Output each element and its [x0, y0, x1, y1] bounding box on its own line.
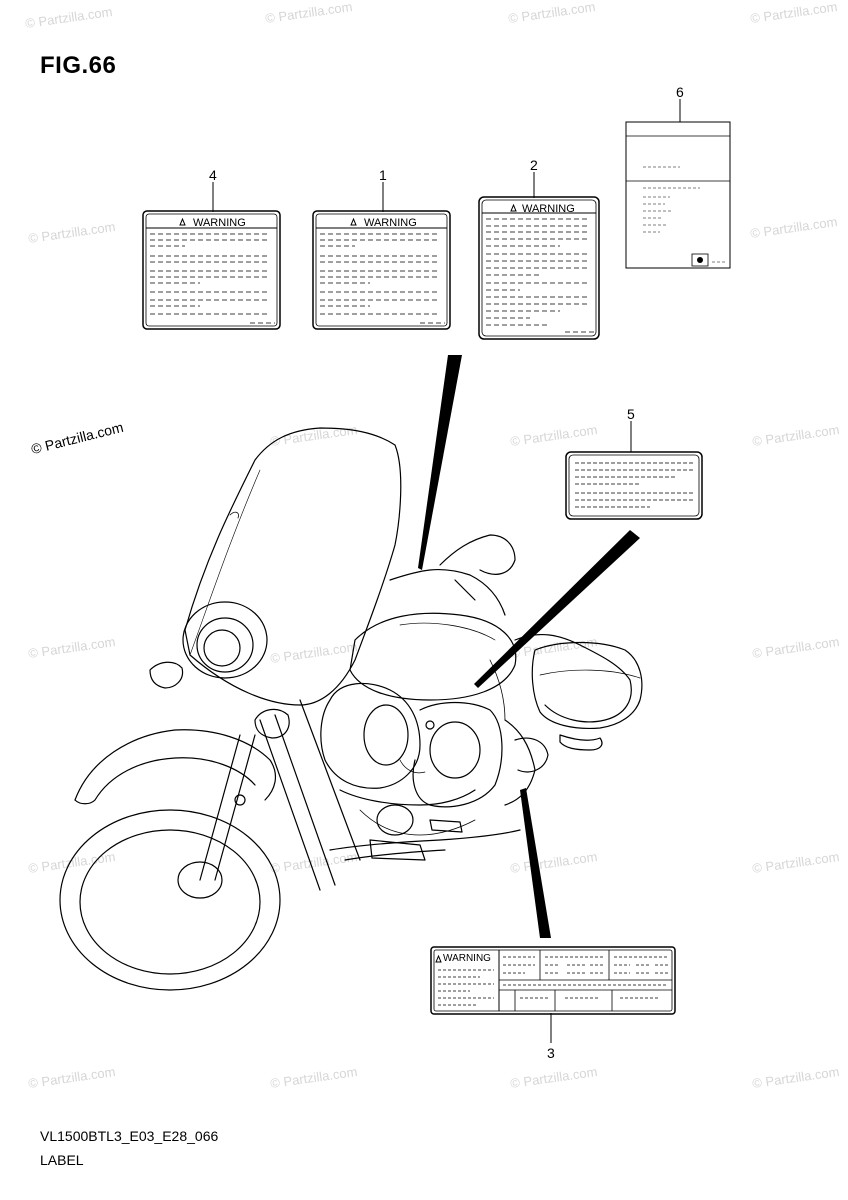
label-2-warning-text: WARNING	[522, 203, 575, 215]
callout-6: 6	[676, 84, 684, 100]
label-5	[565, 451, 703, 520]
label-1: WARNING	[312, 210, 451, 330]
callout-5: 5	[627, 406, 635, 422]
motorcycle-illustration	[59, 427, 643, 991]
callout-3: 3	[547, 1045, 555, 1061]
figure-title: FIG.66	[40, 52, 117, 79]
leader-lines	[212, 99, 681, 1043]
pointer-wedges	[418, 355, 640, 938]
callout-2: 2	[530, 157, 538, 173]
label-2: WARNING	[478, 196, 600, 340]
label-4-warning-text: WARNING	[193, 217, 246, 229]
callout-1: 1	[379, 167, 387, 183]
callout-4: 4	[209, 167, 217, 183]
label-3: WARNING	[430, 946, 676, 1015]
figure-code: VL1500BTL3_E03_E28_066	[40, 1128, 219, 1144]
label-4: WARNING	[142, 210, 281, 330]
figure-name: LABEL	[40, 1152, 84, 1168]
label-1-warning-text: WARNING	[364, 217, 417, 229]
label-3-warning-text: WARNING	[443, 953, 491, 964]
label-6	[625, 121, 731, 269]
